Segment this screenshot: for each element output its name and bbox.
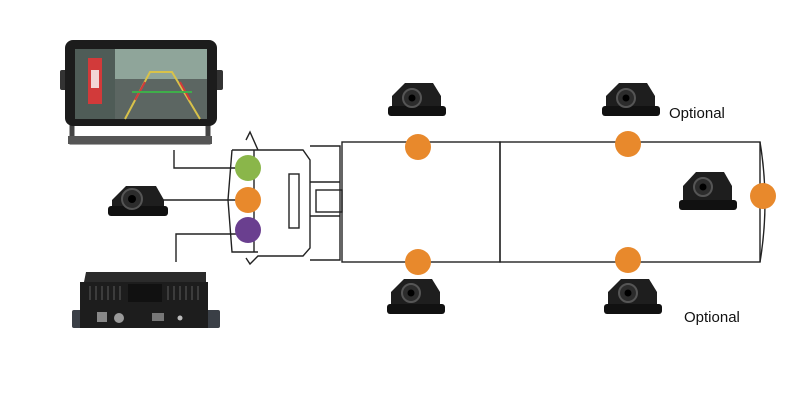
camera-icon-bottom-right	[604, 279, 662, 314]
camera-icon-bottom-left	[387, 279, 445, 314]
dvr-recorder-icon	[72, 272, 220, 328]
optional-label-bottom: Optional	[684, 309, 740, 326]
camera-icon-top-left	[388, 83, 446, 116]
mount-point-rear-right	[615, 247, 641, 273]
connector-purple	[235, 217, 261, 243]
mount-point-rear-end	[750, 183, 776, 209]
optional-label-top: Optional	[669, 105, 725, 122]
connector-green	[235, 155, 261, 181]
camera-mount-points	[405, 131, 776, 275]
connection-lines	[162, 150, 248, 262]
side-camera-icon	[108, 186, 168, 216]
mount-point-front-right	[405, 249, 431, 275]
camera-icon-top-right	[602, 83, 660, 116]
connector-orange	[235, 187, 261, 213]
camera-icon-rear	[679, 172, 737, 210]
mount-point-rear-left	[615, 131, 641, 157]
mount-point-front-left	[405, 134, 431, 160]
monitor-icon	[60, 40, 223, 145]
